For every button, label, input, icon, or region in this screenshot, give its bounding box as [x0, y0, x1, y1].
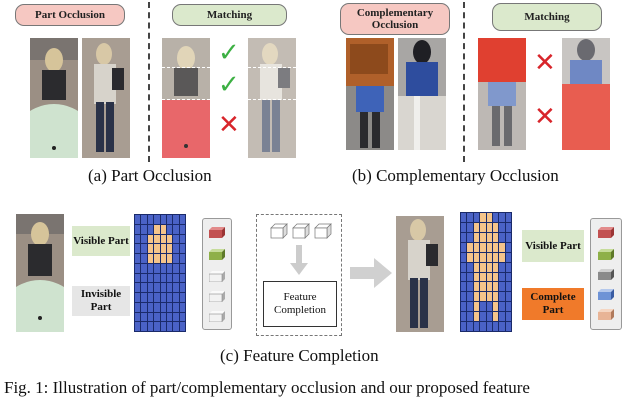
- cross-icon: ✕: [534, 102, 556, 132]
- matching-label-b: Matching: [492, 3, 602, 31]
- visible-feature-map: [134, 214, 186, 332]
- arrow-down-icon: [290, 245, 308, 275]
- matching-label-a: Matching: [172, 4, 287, 26]
- arrow-right-icon: [350, 258, 392, 288]
- matching-strip-b-right: [562, 38, 610, 150]
- complete-part-label: Complete Part: [522, 288, 584, 320]
- matching-strip-b-left: [478, 38, 526, 150]
- occluded-person-photo: [30, 38, 78, 158]
- feature-completion-label: Feature Completion: [263, 281, 337, 327]
- visible-part-label-right: Visible Part: [522, 230, 584, 262]
- caption-c: (c) Feature Completion: [220, 346, 379, 365]
- check-icon: ✓: [218, 38, 240, 68]
- matching-strip-a-right: [248, 38, 296, 158]
- complementary-person-photo-1: [346, 38, 394, 150]
- reference-person-photo: [82, 38, 130, 158]
- check-icon: ✓: [218, 70, 240, 100]
- cross-icon: ✕: [218, 110, 240, 140]
- complete-feature-stack: [590, 218, 622, 330]
- completed-person-photo: [396, 216, 444, 332]
- input-person-photo: [16, 214, 64, 332]
- cross-icon: ✕: [534, 48, 556, 78]
- complete-feature-map: [460, 212, 512, 332]
- feature-completion-module: Feature Completion: [256, 214, 342, 336]
- complementary-occlusion-label: Complementary Occlusion: [340, 3, 450, 35]
- figure-caption: Fig. 1: Illustration of part/complementa…: [4, 378, 530, 397]
- panel-b-divider: [463, 2, 465, 162]
- caption-b: (b) Complementary Occlusion: [352, 166, 559, 185]
- caption-a: (a) Part Occlusion: [88, 166, 212, 185]
- complementary-person-photo-2: [398, 38, 446, 150]
- matching-strip-a-left: [162, 38, 210, 158]
- invisible-part-label: Invisible Part: [72, 286, 130, 316]
- visible-part-label: Visible Part: [72, 226, 130, 256]
- panel-a-divider: [148, 2, 150, 162]
- part-occlusion-label: Part Occlusion: [15, 4, 125, 26]
- partial-feature-stack: [202, 218, 232, 330]
